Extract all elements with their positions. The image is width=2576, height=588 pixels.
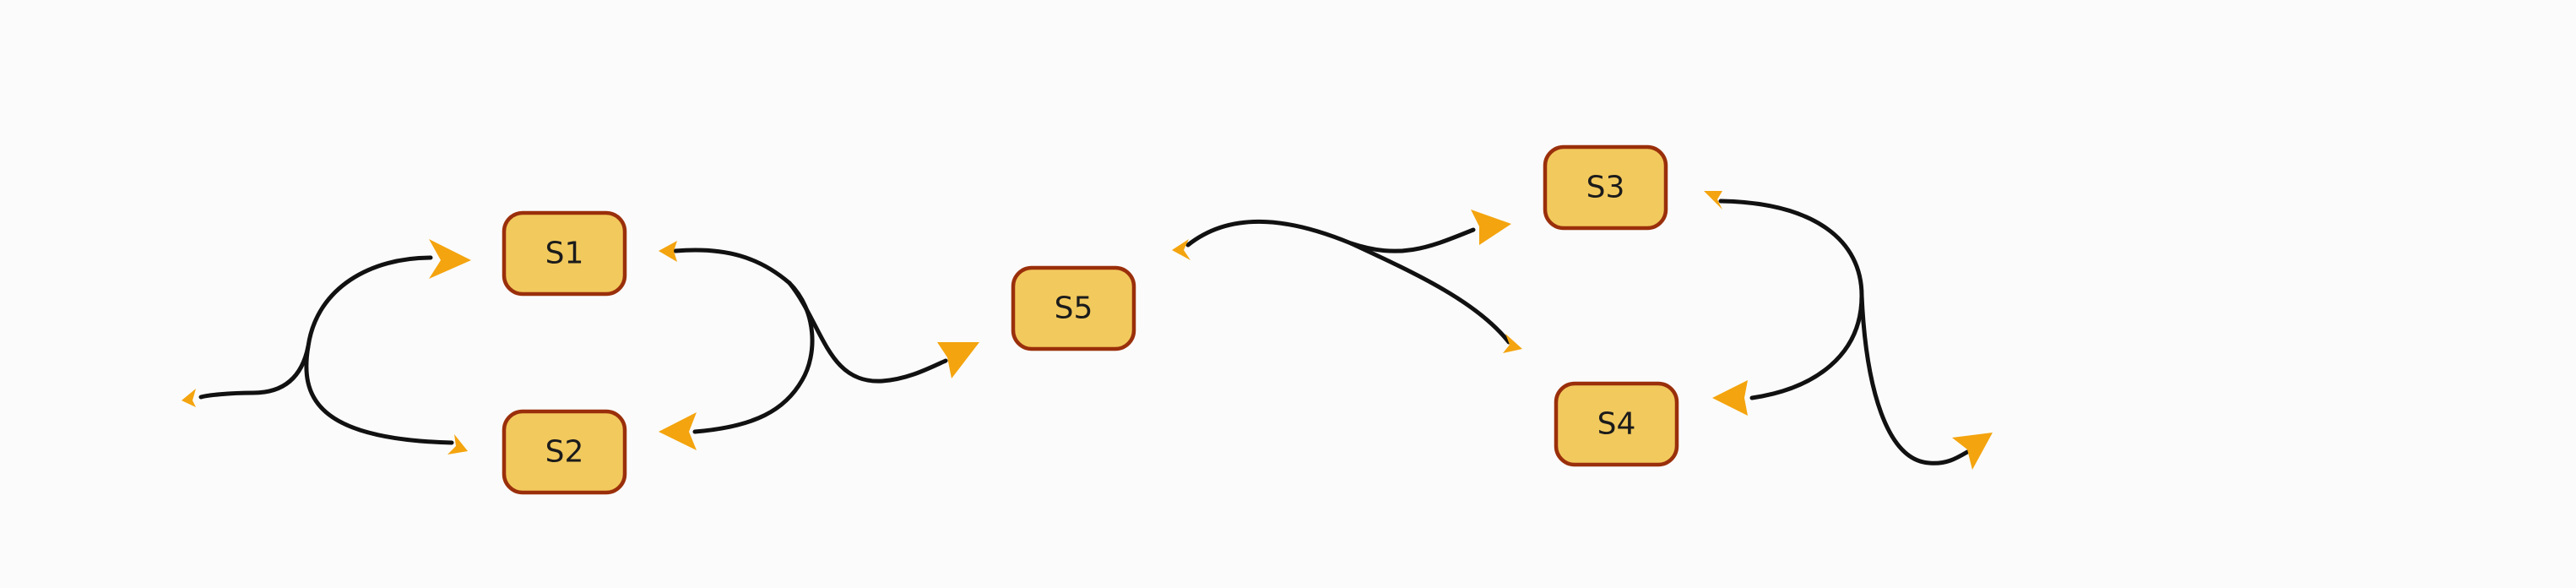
edge-path <box>673 248 815 434</box>
arrowhead-icon <box>659 412 697 450</box>
arrowhead-icon <box>659 241 677 262</box>
edge-s1-s2-loop <box>659 241 815 450</box>
arrowhead-icon <box>937 342 979 378</box>
arrowhead-icon <box>1712 380 1748 416</box>
node-box <box>502 210 627 297</box>
node-box <box>1543 144 1668 231</box>
node-box <box>502 409 627 495</box>
edge-s3-s4 <box>1704 191 1864 416</box>
edge-path <box>198 255 433 400</box>
state-node-s2[interactable]: S2 <box>502 409 627 495</box>
edge-to-s5 <box>787 280 979 384</box>
edge-s5-s4 <box>1348 241 1522 353</box>
node-box <box>1554 381 1679 467</box>
node-label: S4 <box>1597 407 1636 442</box>
arrowhead-icon <box>1172 239 1190 260</box>
arrowhead-icon <box>429 239 471 279</box>
state-node-s3[interactable]: S3 <box>1543 144 1668 231</box>
edge-path <box>1718 199 1864 400</box>
edge-path <box>1859 293 1970 466</box>
edge-left-split <box>182 239 471 455</box>
node-label: S2 <box>545 435 584 470</box>
node-label: S3 <box>1586 171 1625 205</box>
arrowhead-icon <box>447 434 468 455</box>
arrowhead-icon <box>182 389 196 407</box>
node-box <box>1011 265 1136 351</box>
edge-s5-s3 <box>1172 210 1511 260</box>
arrowhead-icon <box>1471 210 1511 245</box>
edge-path <box>304 344 454 445</box>
arrowhead-icon <box>1952 433 1993 470</box>
state-node-s4[interactable]: S4 <box>1554 381 1679 467</box>
arrowhead-icon <box>1704 191 1722 210</box>
state-node-s1[interactable]: S1 <box>502 210 627 297</box>
arrowhead-icon <box>1503 334 1522 353</box>
edge-path <box>1348 241 1511 345</box>
node-label: S5 <box>1055 291 1093 326</box>
edge-path <box>787 280 948 384</box>
edge-path <box>1185 219 1476 253</box>
edge-s3-out <box>1859 293 1993 470</box>
node-label: S1 <box>545 237 584 271</box>
state-node-s5[interactable]: S5 <box>1011 265 1136 351</box>
